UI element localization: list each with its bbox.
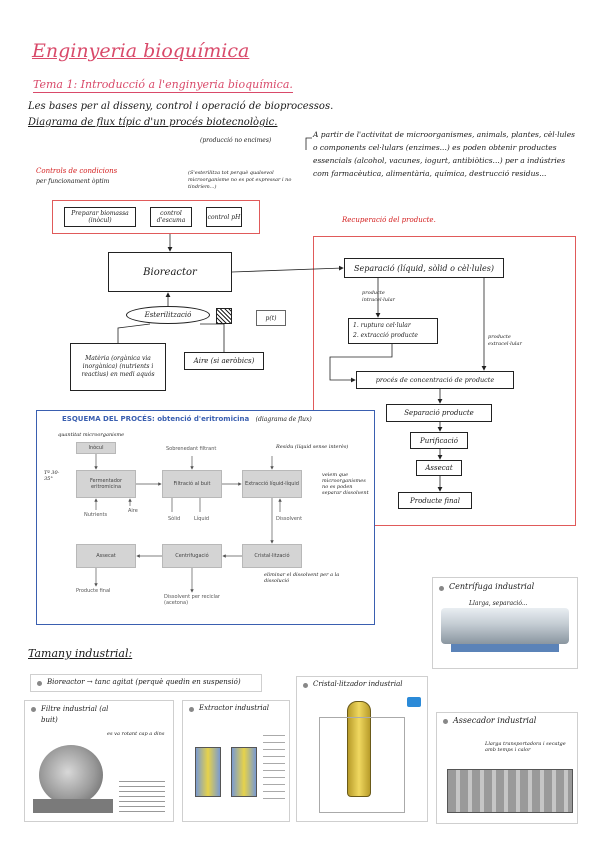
centrifugacio-block: Centrifugació [162,544,222,568]
bioreactor-line: Bioreactor → tanc agitat (perquè quedin … [47,678,241,686]
extraccio-block: Extracció líquid-líquid [242,470,302,498]
filter-note: es va rotant cap a dins [107,731,165,737]
aire-label: Aire [128,508,138,514]
brand-logo-icon [407,697,421,707]
sterile-note: (S'esterilitza tot perquè qualsevol micr… [188,170,292,190]
cristallitzacio-block: Cristal·lització [242,544,302,568]
nutrients-label: Nutrients [84,512,108,518]
recovery-frame [313,236,576,526]
filter-card: Filtre industrial (al buit) es va rotant… [24,700,174,822]
industrial-title: Tamany industrial: [28,647,133,660]
bioreactor-box: Bioreactor [108,252,232,292]
erythro-note-bottom: eliminar el dissolvent per a la dissoluc… [264,572,340,584]
extractor-image-right [231,747,257,797]
dissolvent-reciclar: Dissolvent per reciclar (acetona) [164,594,220,606]
topic-title: Tema 1: Introducció a l'enginyeria bioqu… [33,78,293,93]
fermentador-block: Fermentador eritromicina [76,470,136,498]
erythro-final-product: Producte final [76,588,111,594]
crystallizer-label: Cristal·litzador industrial [313,680,403,688]
rupture-step-2: 2. extracció producte [353,332,418,339]
pressure-graph: p(t) [256,310,286,326]
controls-sublabel: per funcionament òptim [36,178,110,185]
raw-material-box: Matèria (orgànica via inorgànica) (nutri… [70,343,166,391]
centrifuge-label: Centrífuga industrial [449,582,535,591]
final-product-box: Producte final [398,492,472,509]
extractor-labels [263,735,285,805]
extractor-image-left [195,747,221,797]
separation-box: Separació (líquid, sòlid o cèl·lules) [344,258,504,278]
rupture-step-1: 1. ruptura cel·lular [353,322,411,329]
bullet-icon [31,707,36,712]
supernadant-label: Sobrenedant filtrant [166,446,217,452]
preparation-box: Preparar biomassa (inòcul) [64,207,136,227]
intro-line-2: Diagrama de flux típic d'un procés biote… [28,117,278,128]
solid-label: Sòlid [168,516,181,522]
filter-image [39,745,103,805]
filter-label: Filtre industrial (al buit) [41,705,109,724]
crystallizer-frame [319,717,405,813]
foam-control-box: control d'escuma [150,207,192,227]
rupture-box: 1. ruptura cel·lular 2. extracció produc… [348,318,438,344]
intro-line-1: Les bases per al disseny, control i oper… [28,101,334,112]
centrifuge-image [441,608,569,644]
ph-control-box: control pH [206,207,242,227]
centrifuge-card: Centrífuga industrial Llarga, separació.… [432,577,578,669]
erythro-title-note: (diagrama de flux) [255,416,312,423]
centrifuge-note: Llarga, separació... [469,600,528,607]
dryer-image [447,769,573,813]
bullet-icon [303,683,308,688]
air-box: Aire (si aeròbics) [184,352,264,370]
filter-base [33,799,113,813]
sterilization-oval: Esterilització [126,306,210,324]
assay-box: Assecat [416,460,462,476]
intracellular-label: producte intracel·lular [362,290,395,303]
intro-description: A partir de l'activitat de microorganism… [313,130,575,178]
bullet-icon [189,707,194,712]
recovery-label: Recuperació del producte. [342,216,436,224]
temperature-label: Tª 30-35° [44,470,60,482]
bullet-icon [37,681,42,686]
controls-frame [52,200,260,234]
filtracio-block: Filtració al buit [162,470,222,498]
erythro-title: ESQUEMA DEL PROCÉS: obtenció d'eritromic… [62,415,312,423]
dryer-label: Assecador industrial [453,716,537,725]
hatched-tank-icon [216,308,232,324]
dryer-card: Assecador industrial Llarga transportado… [436,712,578,824]
purification-box: Purificació [410,432,468,449]
assecat-block: Assecat [76,544,136,568]
inocul-block: Inòcul [76,442,116,454]
intro-note: (producció no encimes) [200,137,272,144]
crystallizer-card: Cristal·litzador industrial [296,676,428,822]
extractor-card: Extractor industrial [182,700,290,822]
extractor-label: Extractor industrial [199,704,270,712]
controls-label: Controls de condicions [36,167,118,175]
liquid-label: Líquid [194,516,210,522]
page-title: Enginyeria bioquímica [32,40,250,62]
concentration-box: procés de concentració de producte [356,371,514,389]
erythro-note-right: veiem que microorganismes no es poden se… [322,472,369,496]
dryer-note: Llarga transportadora i secatge amb temp… [485,741,566,753]
erythro-hand-top: quantitat microorganisme [58,432,125,438]
residu-label: Residu (líquid sense interès) [276,444,349,450]
bullet-icon [439,586,444,591]
product-separation-box: Separació producte [386,404,492,422]
erythro-title-text: ESQUEMA DEL PROCÉS: obtenció d'eritromic… [62,415,250,423]
filter-legend [119,781,165,813]
centrifuge-base [451,644,559,652]
bullet-icon [443,719,448,724]
dissolvent-label: Dissolvent [276,516,303,522]
bioreactor-line-card: Bioreactor → tanc agitat (perquè quedin … [30,674,262,692]
extracellular-label: producte extracel·lular [488,334,522,347]
